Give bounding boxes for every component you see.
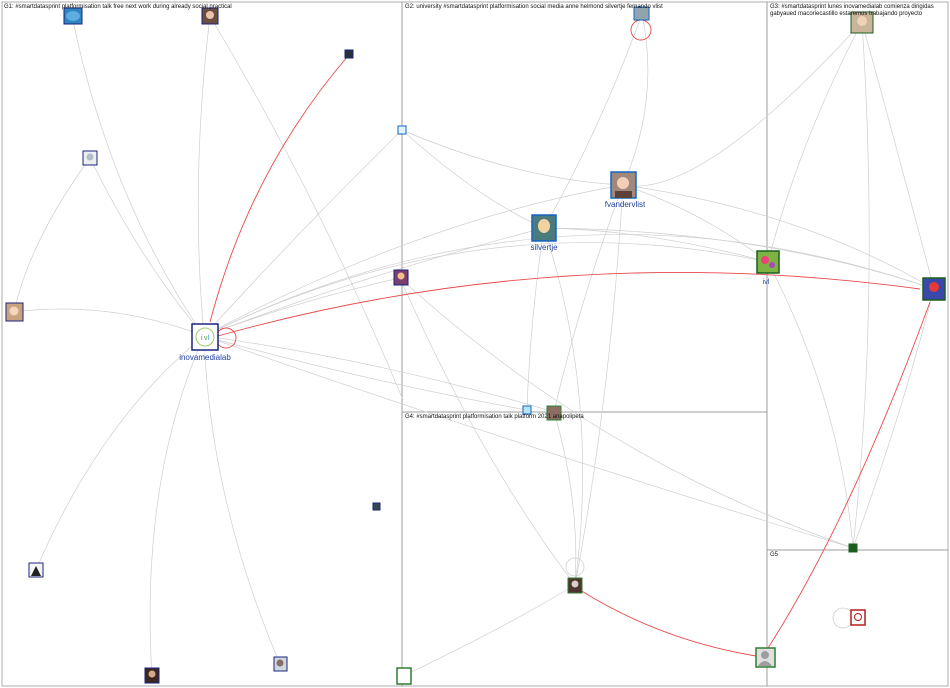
svg-text:v: v	[204, 335, 208, 342]
node-avatar[interactable]	[850, 609, 866, 626]
edge	[13, 157, 91, 313]
edge-highlight	[579, 589, 757, 657]
edge	[203, 227, 545, 337]
edge	[203, 129, 403, 337]
edge	[399, 277, 854, 549]
edge	[622, 13, 649, 186]
edge-highlight	[217, 271, 921, 337]
node-avatar[interactable]	[633, 6, 650, 21]
self-loop	[565, 557, 585, 577]
edge	[852, 21, 870, 549]
edge	[401, 129, 545, 229]
node-label-fvandervlist: fvandervlist	[604, 200, 646, 209]
edge	[203, 335, 528, 411]
group-label-g1: G1: #smartdatasprint platformisation tal…	[4, 4, 232, 10]
edge	[574, 184, 624, 586]
node-avatar[interactable]	[396, 667, 412, 685]
node-avatar[interactable]	[393, 269, 409, 286]
node-avatar[interactable]	[372, 502, 381, 511]
node-avatar[interactable]	[5, 302, 24, 322]
edge	[203, 184, 624, 337]
node-avatar[interactable]	[344, 49, 354, 59]
edge	[401, 129, 624, 186]
node-avatar[interactable]	[144, 667, 160, 684]
node-label-inovamedialab: inovamedialab	[179, 353, 231, 362]
node-avatar[interactable]	[397, 125, 407, 135]
edge-highlight	[209, 55, 349, 323]
edge	[203, 335, 854, 549]
svg-text:i: i	[201, 335, 203, 342]
edge	[35, 335, 205, 571]
edge-highlight	[767, 301, 931, 649]
edge	[767, 261, 854, 549]
node-avatar[interactable]	[922, 277, 946, 301]
group-label-g2: G2: university #smartdatasprint platform…	[405, 4, 663, 10]
node-fvandervlist[interactable]	[610, 171, 637, 199]
node-avatar[interactable]	[28, 562, 44, 578]
node-avatar[interactable]	[63, 7, 83, 25]
node-avatar[interactable]	[82, 150, 98, 166]
svg-text:l: l	[208, 335, 210, 342]
edge	[203, 335, 555, 413]
edge	[399, 277, 576, 586]
edge	[861, 21, 935, 290]
node-avatar[interactable]	[546, 405, 562, 421]
node-silvertje[interactable]	[531, 214, 557, 242]
edge	[209, 15, 404, 401]
edge	[13, 308, 205, 337]
edge	[402, 584, 576, 677]
node-label-ivl: ivl	[762, 279, 770, 286]
self-loop	[832, 607, 854, 629]
edge	[203, 335, 281, 665]
node-ivl[interactable]	[756, 250, 780, 274]
edge	[543, 13, 643, 229]
group-box-g2	[401, 1, 768, 413]
edge	[553, 184, 624, 413]
node-inovamedialab[interactable]: i v l	[191, 323, 219, 351]
group-label-g3: G3: #smartdatasprint lunes inovamedialab…	[770, 4, 934, 17]
edge	[622, 21, 863, 187]
group-label-g4: G4: #smartdatasprint platformisation tal…	[405, 414, 584, 420]
edge	[203, 234, 935, 337]
edge	[622, 184, 769, 263]
edge	[553, 411, 577, 586]
node-avatar[interactable]	[567, 577, 583, 594]
group-box-g4	[401, 411, 768, 687]
edge	[543, 227, 584, 586]
edge	[543, 227, 769, 263]
node-avatar[interactable]	[273, 656, 288, 672]
node-avatar[interactable]	[848, 543, 858, 553]
edge	[852, 288, 935, 549]
edge	[89, 157, 205, 337]
edge	[203, 277, 401, 337]
self-loop	[630, 19, 652, 41]
node-avatar[interactable]	[522, 405, 532, 415]
node-avatar[interactable]	[850, 11, 874, 34]
edge	[543, 227, 935, 290]
edge	[767, 21, 863, 263]
node-default-avatar[interactable]	[755, 647, 776, 668]
node-label-silvertje: silvertje	[530, 243, 558, 252]
edge	[526, 227, 545, 411]
group-label-g5: G5	[770, 552, 779, 558]
edge	[622, 184, 935, 290]
edge	[149, 335, 205, 677]
edge	[197, 15, 211, 337]
edge	[203, 242, 769, 337]
node-avatar[interactable]	[201, 7, 219, 25]
edge	[71, 15, 205, 337]
